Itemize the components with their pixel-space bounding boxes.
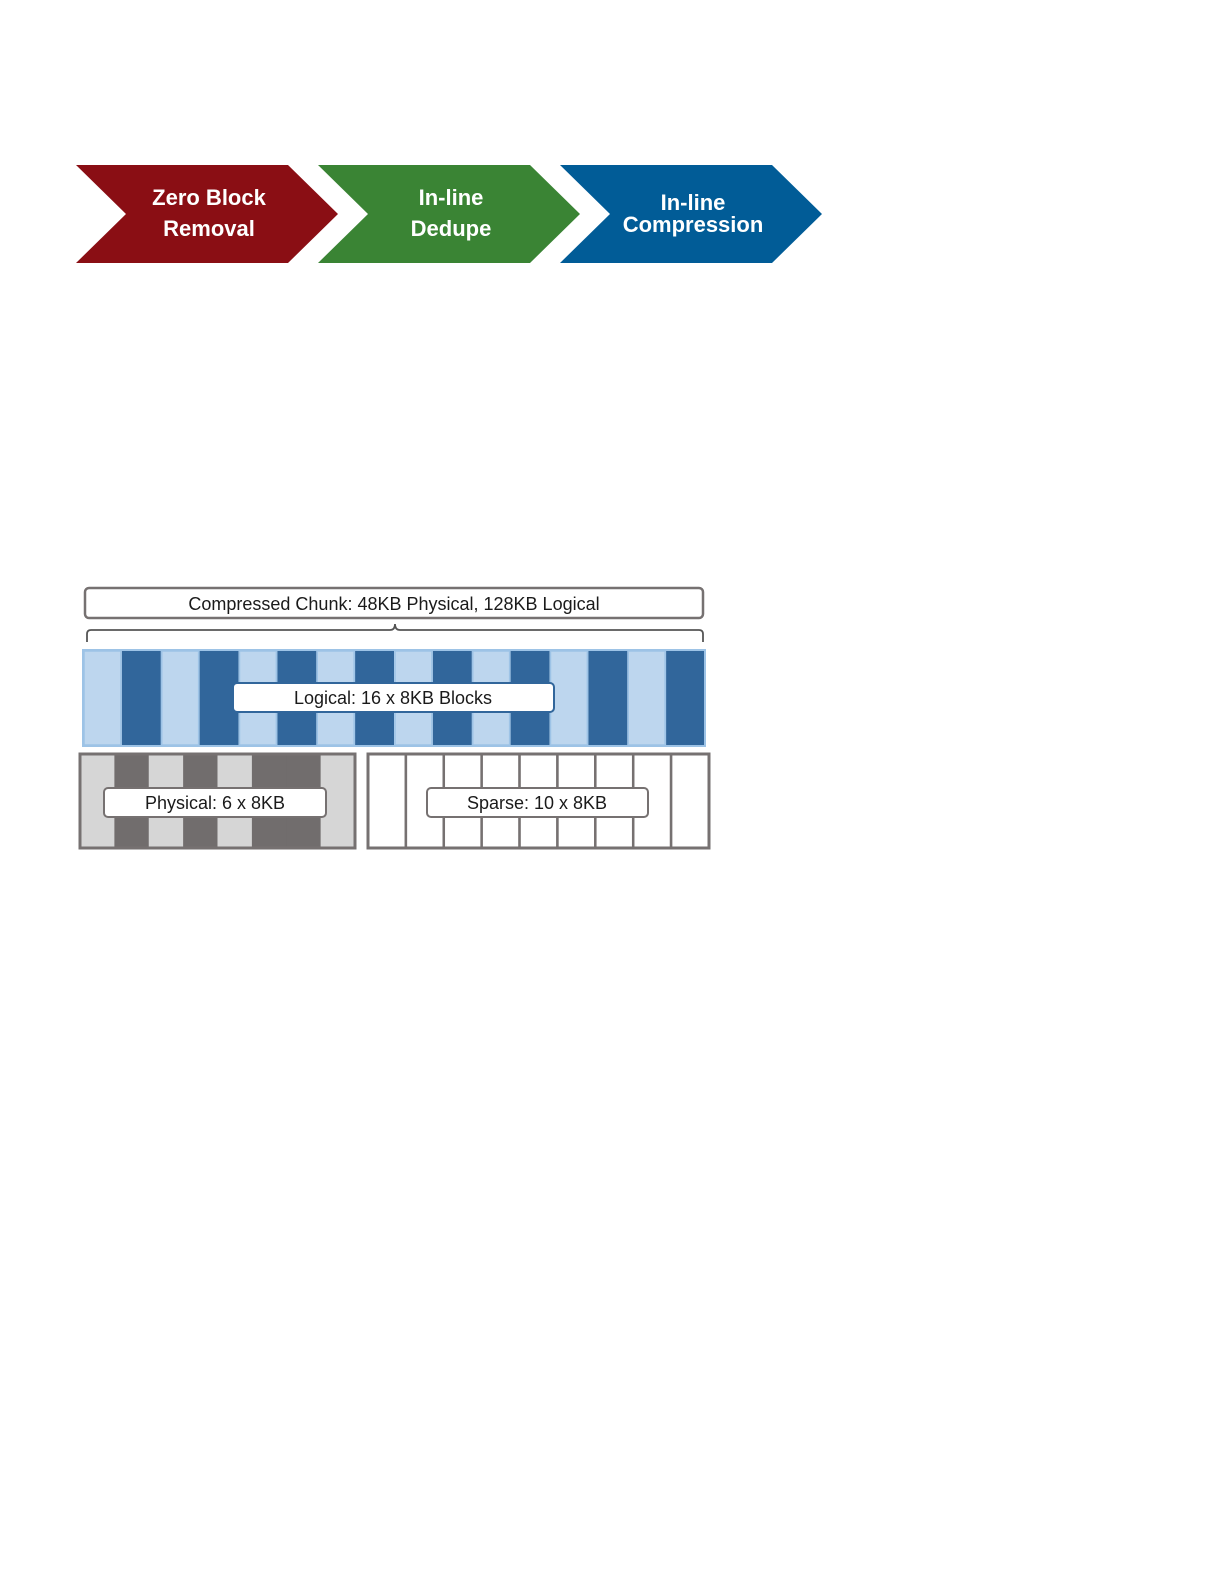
chevron-shape-zero-block [76,165,338,263]
sparse-label: Sparse: 10 x 8KB [467,793,607,813]
pipeline-diagram: Zero Block Removal In-line Dedupe In-lin… [0,0,1225,300]
sparse-label-box: Sparse: 10 x 8KB [427,788,648,817]
chevron-zero-block-line2: Removal [163,216,255,241]
physical-label: Physical: 6 x 8KB [145,793,285,813]
chevron-dedupe-line2: Dedupe [411,216,492,241]
logical-block [627,650,666,746]
logical-label-box: Logical: 16 x 8KB Blocks [233,683,554,712]
logical-block [550,650,589,746]
logical-block [122,650,161,746]
sparse-block [368,754,406,848]
chunk-title-box: Compressed Chunk: 48KB Physical, 128KB L… [85,588,703,618]
chunk-bracket [87,624,703,642]
physical-label-box: Physical: 6 x 8KB [104,788,326,817]
compressed-chunk-diagram: Compressed Chunk: 48KB Physical, 128KB L… [0,560,760,880]
chevron-dedupe-line1: In-line [419,185,484,210]
logical-block [588,650,627,746]
chunk-title: Compressed Chunk: 48KB Physical, 128KB L… [188,594,599,614]
logical-block [83,650,122,746]
logical-label: Logical: 16 x 8KB Blocks [294,688,492,708]
chevron-inline-dedupe: In-line Dedupe [318,165,580,263]
chevron-shape-dedupe [318,165,580,263]
chevron-zero-block-removal: Zero Block Removal [76,165,338,263]
logical-block [161,650,200,746]
chevron-inline-compression: In-line Compression [560,165,822,263]
sparse-block [671,754,709,848]
logical-block [666,650,705,746]
chevron-zero-block-line1: Zero Block [152,185,266,210]
chevron-compression-line2: Compression [623,212,764,237]
